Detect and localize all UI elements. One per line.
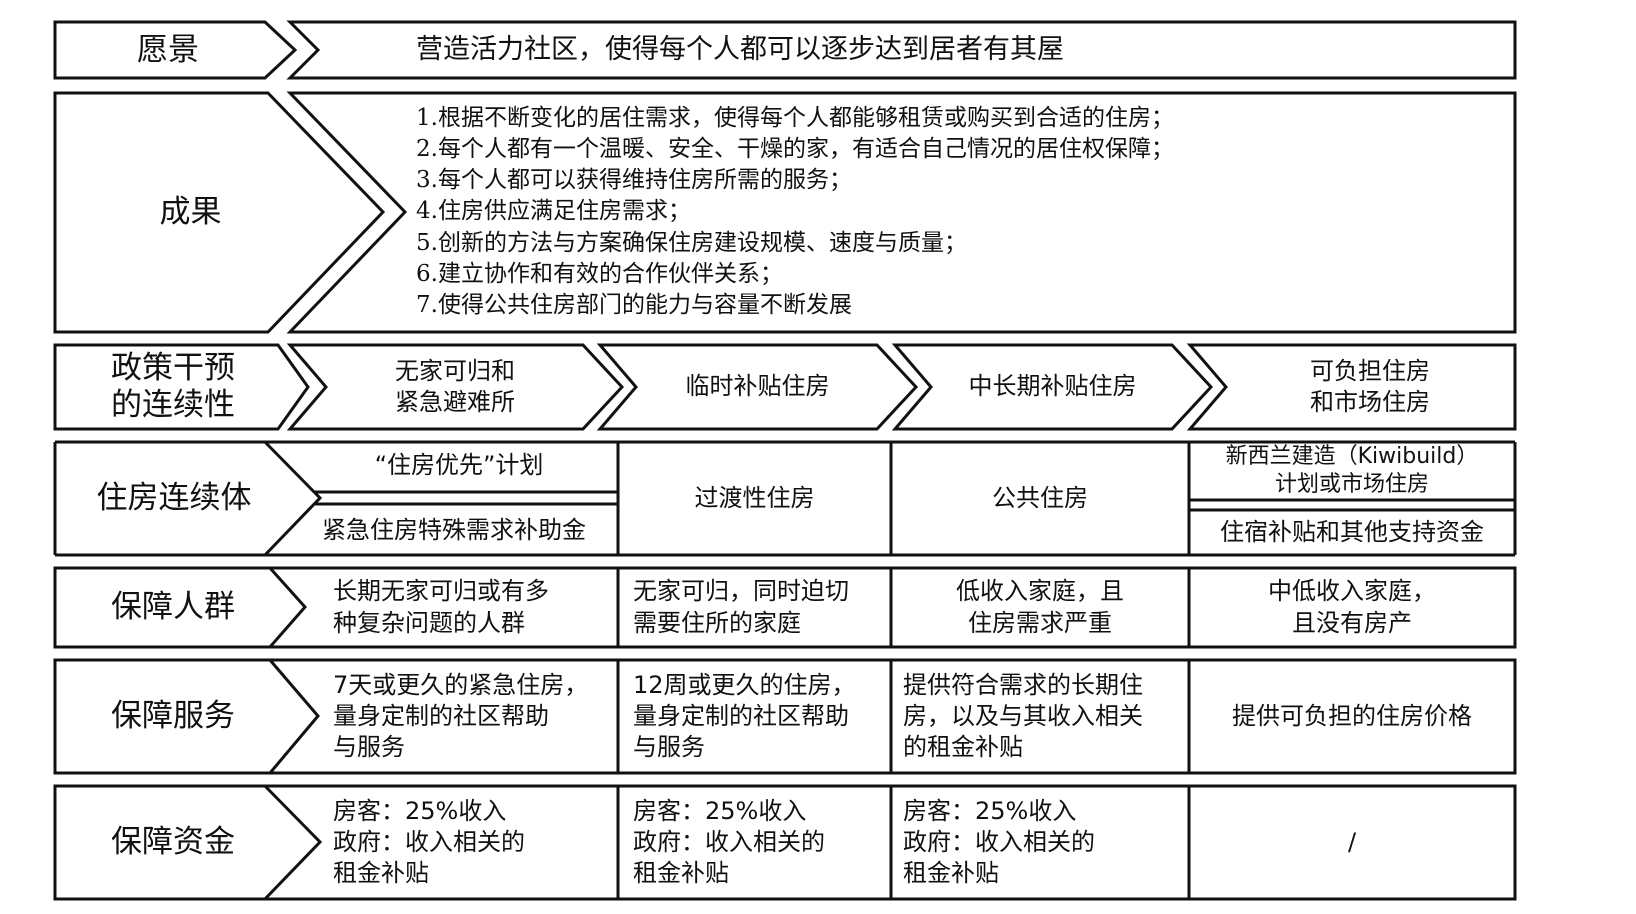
services-cell: 提供可负担的住房价格: [1232, 701, 1472, 730]
services-cell: 7天或更久的紧急住房， 量身定制的社区帮助 与服务: [333, 670, 589, 762]
outcome-item: 5.创新的方法与方案确保住房建设规模、速度与质量；: [416, 229, 967, 256]
groups-cell: 无家可归，同时迫切 需要住所的家庭: [633, 577, 849, 637]
outcome-item: 2.每个人都有一个温暖、安全、干燥的家，有适合自己情况的居住权保障；: [416, 135, 1174, 162]
funding-label: 保障资金: [111, 824, 235, 861]
vision-text: 营造活力社区，使得每个人都可以逐步达到居者有其屋: [416, 34, 1064, 66]
continuum-public-housing: 公共住房: [992, 483, 1088, 512]
outcome-item: 3.每个人都可以获得维持住房所需的服务；: [416, 167, 852, 194]
funding-cell: /: [1347, 827, 1357, 856]
policy-stage-1-chevron: [286, 343, 625, 431]
policy-label: 政策干预 的连续性: [111, 349, 235, 423]
continuum-transitional-housing: 过渡性住房: [694, 483, 815, 512]
groups-cell: 中低收入家庭， 且没有房产: [1268, 577, 1436, 637]
vision-label-box: [53, 20, 298, 80]
continuum-kiwibuild: 新西兰建造（Kiwibuild） 计划或市场住房: [1225, 444, 1479, 497]
outcome-item: 7.使得公共住房部门的能力与容量不断发展: [416, 292, 852, 319]
policy-stage-3: 中长期补贴住房: [968, 372, 1137, 401]
services-label: 保障服务: [111, 698, 235, 735]
funding-cell: 房客：25%收入 政府：收入相关的 租金补贴: [903, 796, 1095, 888]
outcomes-label-box: [53, 91, 386, 334]
outcome-item: 1.根据不断变化的居住需求，使得每个人都能够租赁或购买到合适的住房；: [416, 104, 1174, 131]
groups-row-lines: [53, 566, 1517, 649]
vision-content-box: [286, 20, 1517, 80]
funding-cell: 房客：25%收入 政府：收入相关的 租金补贴: [333, 796, 525, 888]
policy-stage-4-chevron: [1186, 343, 1517, 431]
policy-stage-4: 可负担住房 和市场住房: [1310, 356, 1430, 416]
continuum-accommodation-supplement: 住宿补贴和其他支持资金: [1220, 518, 1484, 547]
services-cell: 12周或更久的住房， 量身定制的社区帮助 与服务: [633, 670, 856, 762]
policy-label-box: [53, 343, 310, 431]
groups-cell: 低收入家庭，且 住房需求严重: [956, 577, 1124, 637]
policy-stage-2: 临时补贴住房: [685, 372, 830, 401]
continuum-emergency-grant: 紧急住房特殊需求补助金: [322, 515, 586, 544]
services-row-lines: [53, 658, 1517, 775]
continuum-label: 住房连续体: [96, 480, 252, 517]
groups-label: 保障人群: [111, 589, 235, 626]
continuum-row-lines: [53, 440, 1517, 557]
policy-stage-2-chevron: [596, 343, 919, 431]
groups-cell: 长期无家可归或有多 种复杂问题的人群: [333, 577, 549, 637]
outcomes-list: 1.根据不断变化的居住需求，使得每个人都能够租赁或购买到合适的住房； 2.每个人…: [416, 97, 1506, 327]
policy-stage-3-chevron: [891, 343, 1214, 431]
outcomes-content-box: [286, 91, 1517, 334]
outcomes-label: 成果: [159, 194, 222, 231]
funding-row-lines: [53, 784, 1517, 901]
funding-cell: 房客：25%收入 政府：收入相关的 租金补贴: [633, 796, 825, 888]
outcome-item: 4.住房供应满足住房需求；: [416, 198, 691, 225]
continuum-housing-first: “住房优先”计划: [374, 451, 544, 480]
outcome-item: 6.建立协作和有效的合作伙伴关系；: [416, 260, 783, 287]
vision-label: 愿景: [137, 31, 199, 68]
services-cell: 提供符合需求的长期住 房，以及与其收入相关 的租金补贴: [903, 670, 1143, 762]
policy-stage-1: 无家可归和 紧急避难所: [395, 356, 515, 416]
